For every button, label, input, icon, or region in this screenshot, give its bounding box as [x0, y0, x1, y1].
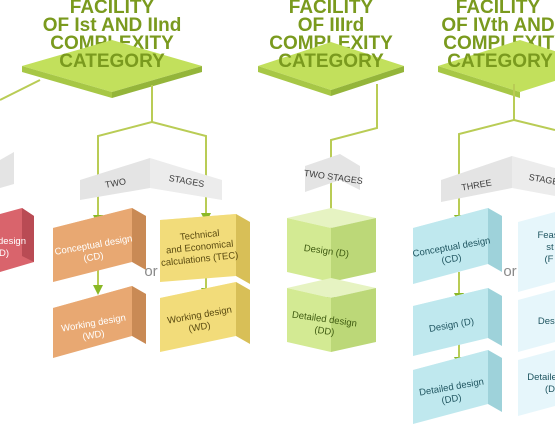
box-col3-design: Design (D) — [413, 288, 502, 356]
box-col2-detailed-line-2: (DD) — [314, 325, 335, 339]
col1-title-line-2: OF Ist AND IInd — [43, 15, 182, 36]
box-left-partial-line-2: D) — [0, 248, 9, 259]
box-col2-detailed: Detailed design (DD) — [287, 278, 376, 352]
col2-title-line-2: OF IIIrd — [298, 15, 365, 36]
col3-title-line-4: CATEGORY — [447, 51, 553, 72]
box-col1-working-b-line-2: (WD) — [188, 320, 212, 335]
col2-title-line-4: CATEGORY — [278, 51, 384, 72]
box-col3-detail-line-2: (D — [545, 384, 555, 395]
box-col3-desig: Desig — [518, 290, 555, 352]
col1-stage-tag-left-label: TWO — [104, 176, 126, 189]
box-col3-conceptual: Conceptual design (CD) — [412, 208, 502, 284]
box-col1-working-a-line-2: (WD) — [82, 328, 106, 343]
box-col1-working-a: Working design (WD) — [53, 286, 146, 358]
box-col3-feas-line-3: (F — [545, 254, 554, 265]
col1-title-line-1: FACILITY — [70, 0, 155, 18]
box-left-partial: design D) — [0, 208, 34, 272]
box-col1-tec: Technical and Economical calculations (T… — [160, 214, 250, 284]
col1-title: FACILITY OF Ist AND IInd COMPLEXITY — [43, 0, 182, 54]
box-col3-detailed-line-2: (DD) — [441, 392, 463, 406]
col1-platform: CATEGORY — [22, 40, 202, 98]
box-col1-conceptual-line-2: (CD) — [83, 250, 105, 264]
col3-platform: CATEGORY — [438, 40, 555, 98]
col1-stage-tag: TWO STAGES — [80, 158, 222, 200]
box-col3-detail-line-1: Detaile — [527, 372, 555, 383]
box-col2-design: Design (D) — [287, 208, 376, 282]
col3-title: FACILITY OF IVth AND COMPLEXITY — [441, 0, 555, 54]
box-col3-detail: Detaile (D — [518, 350, 555, 416]
box-col1-tec-line-1: Technical — [179, 228, 220, 243]
col3-title-line-2: OF IVth AND — [441, 15, 554, 36]
col3-or-label: or — [503, 263, 516, 280]
col1-stage-tag-left — [0, 152, 14, 188]
col3-stage-tag: THREE STAGES — [441, 156, 555, 202]
col1-or-label: or — [144, 263, 157, 280]
col1-title-line-4: CATEGORY — [59, 51, 165, 72]
col2-platform: CATEGORY — [258, 42, 404, 96]
box-left-partial-line-1: design — [0, 236, 26, 247]
box-col1-working-b: Working design (WD) — [160, 282, 250, 352]
col2-stage-tag: TWO STAGES — [303, 154, 363, 192]
box-col1-conceptual: Conceptual design (CD) — [53, 208, 146, 282]
box-col3-detailed: Detailed design (DD) — [413, 350, 502, 424]
box-col3-desig-line-1: Desig — [538, 316, 555, 327]
box-col3-feas-line-2: st — [546, 242, 554, 253]
col3-title-line-1: FACILITY — [456, 0, 541, 18]
col2-title-line-1: FACILITY — [289, 0, 374, 18]
box-col3-conceptual-line-2: (CD) — [441, 252, 463, 266]
